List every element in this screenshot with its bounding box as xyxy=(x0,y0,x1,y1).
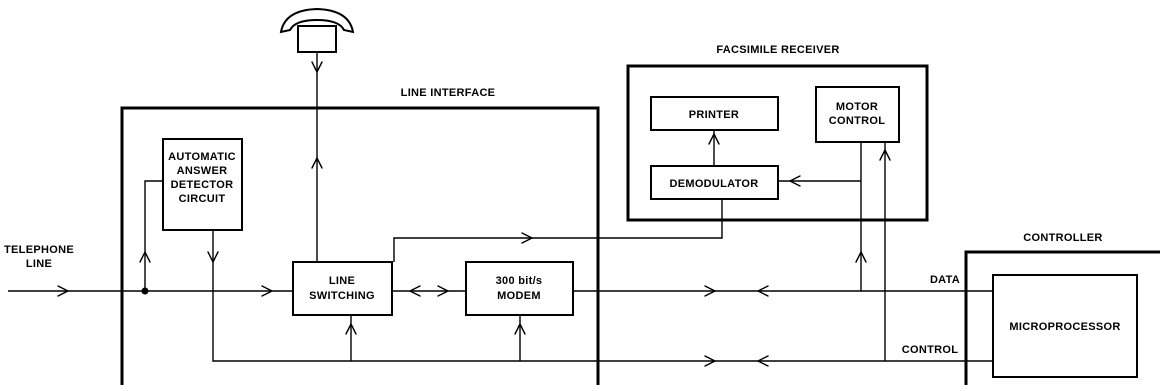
line-switching-label-2: SWITCHING xyxy=(309,290,375,302)
motor-control-label-1: MOTOR xyxy=(836,101,878,113)
printer-label: PRINTER xyxy=(689,109,739,121)
control-bus-label: CONTROL xyxy=(902,344,958,356)
answer-detector-label-3: DETECTOR xyxy=(171,179,234,191)
telephone-line-label-1: TELEPHONE xyxy=(4,244,74,256)
controller-frame xyxy=(964,250,1160,385)
motor-control-block xyxy=(815,86,900,143)
line-interface-frame xyxy=(120,106,600,385)
printer-block xyxy=(650,96,779,131)
line-interface-label: LINE INTERFACE xyxy=(401,87,496,99)
facsimile-receiver-label: FACSIMILE RECEIVER xyxy=(716,44,839,56)
demodulator-label: DEMODULATOR xyxy=(669,178,758,190)
motor-control-label-2: CONTROL xyxy=(829,115,885,127)
modem-block xyxy=(465,261,574,316)
modem-label-1: 300 bit/s xyxy=(496,275,543,287)
telephone-handset-icon xyxy=(279,7,355,53)
arrowheads xyxy=(57,61,891,367)
line-switching-block xyxy=(292,261,393,316)
controller-label: CONTROLLER xyxy=(1023,232,1102,244)
data-bus-label: DATA xyxy=(930,274,960,286)
answer-detector-label-4: CIRCUIT xyxy=(179,193,226,205)
telephone-line-label-2: LINE xyxy=(26,258,52,270)
answer-detector-block xyxy=(162,138,243,231)
line-switching-label-1: LINE xyxy=(329,275,355,287)
modem-label-2: MODEM xyxy=(497,290,541,302)
answer-detector-label-1: AUTOMATIC xyxy=(168,151,236,163)
microprocessor-label: MICROPROCESSOR xyxy=(1009,321,1120,333)
facsimile-receiver-frame xyxy=(626,64,929,222)
microprocessor-block xyxy=(992,274,1138,378)
answer-detector-label-2: ANSWER xyxy=(177,165,228,177)
